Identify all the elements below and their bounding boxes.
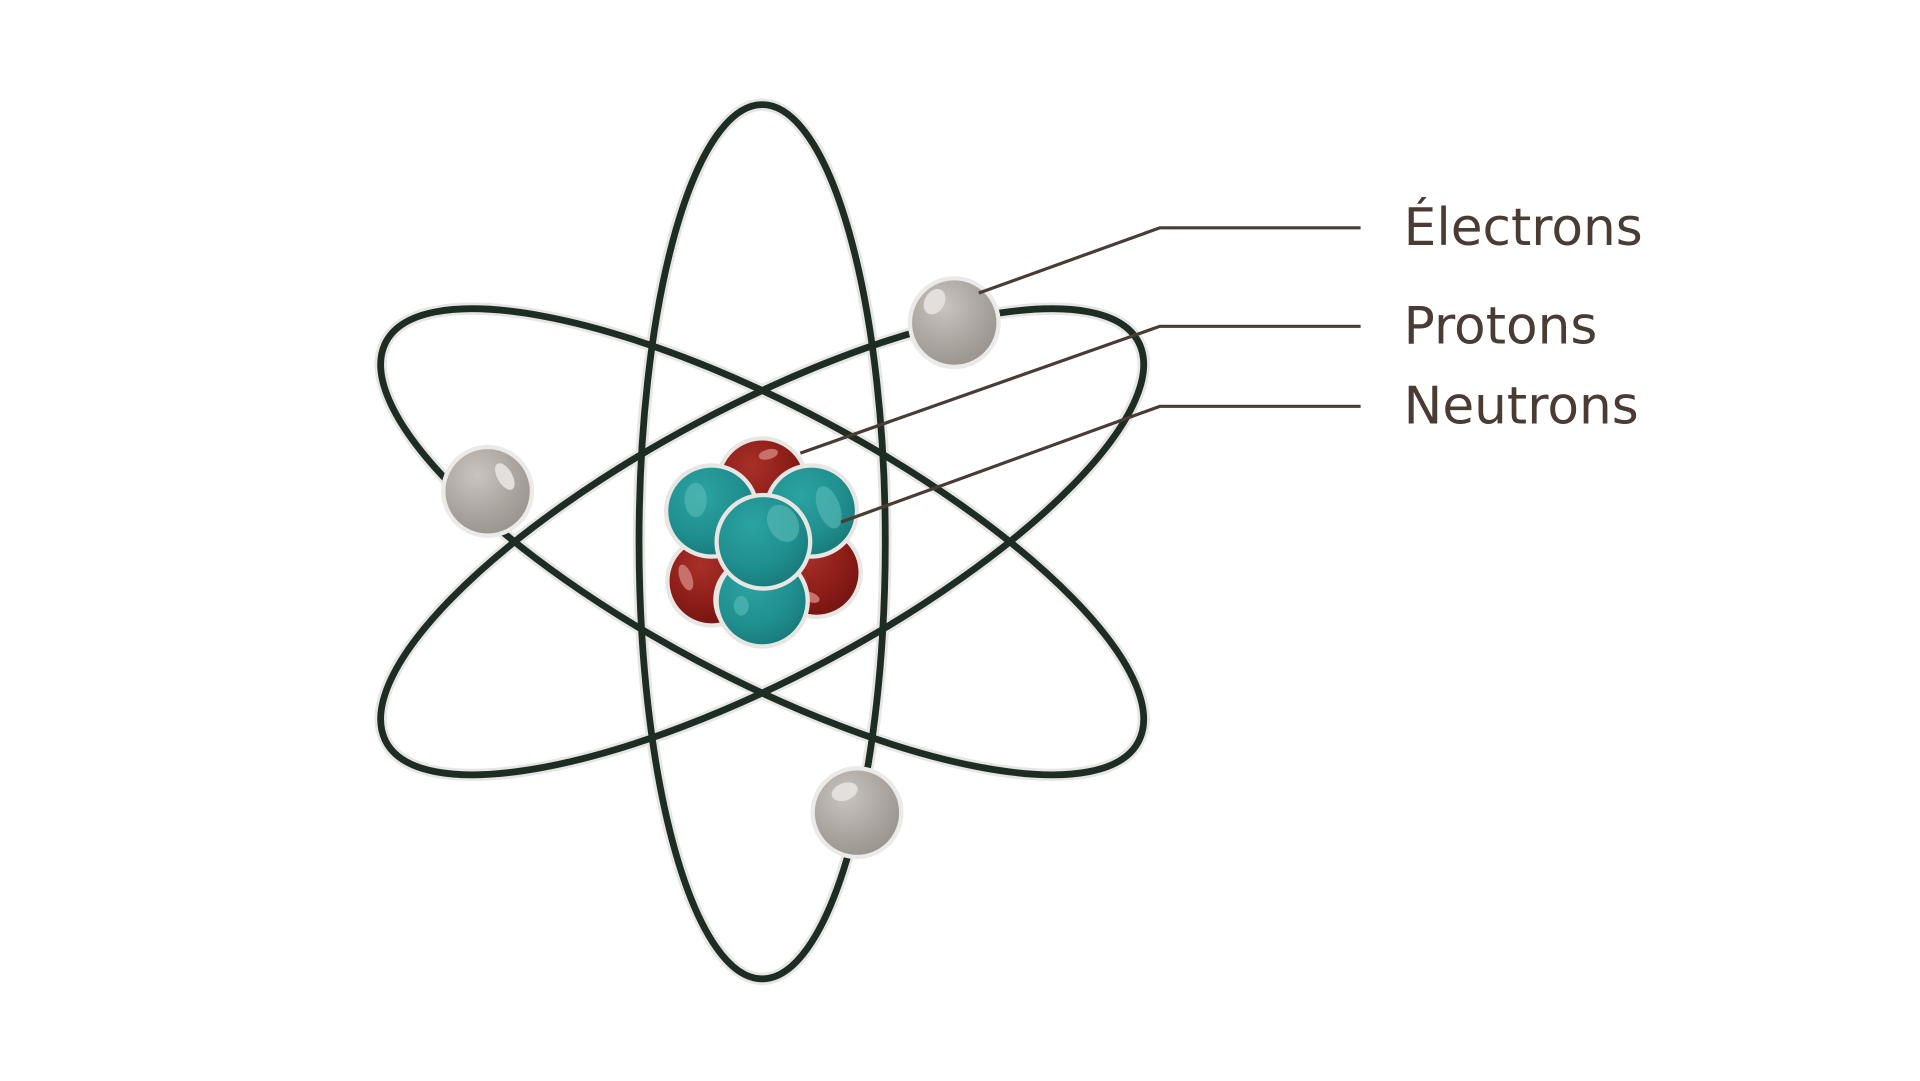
label-electrons: Électrons: [1404, 197, 1643, 258]
label-protons: Protons: [1404, 297, 1598, 357]
electron: [441, 444, 535, 538]
orbit-tilted-right: [377, 305, 1148, 779]
label-neutrons: Neutrons: [1404, 377, 1639, 437]
leader-line-electrons: [978, 226, 1361, 295]
electron: [907, 276, 1001, 370]
orbit-vertical: [635, 101, 889, 983]
orbit-tilted-left: [377, 305, 1148, 779]
orbit-group: [374, 98, 1150, 986]
leader-line-neutrons: [840, 404, 1361, 524]
nucleus: [663, 436, 863, 649]
neutron: [714, 492, 813, 591]
leader-line-protons: [799, 324, 1361, 455]
electron: [810, 766, 904, 860]
